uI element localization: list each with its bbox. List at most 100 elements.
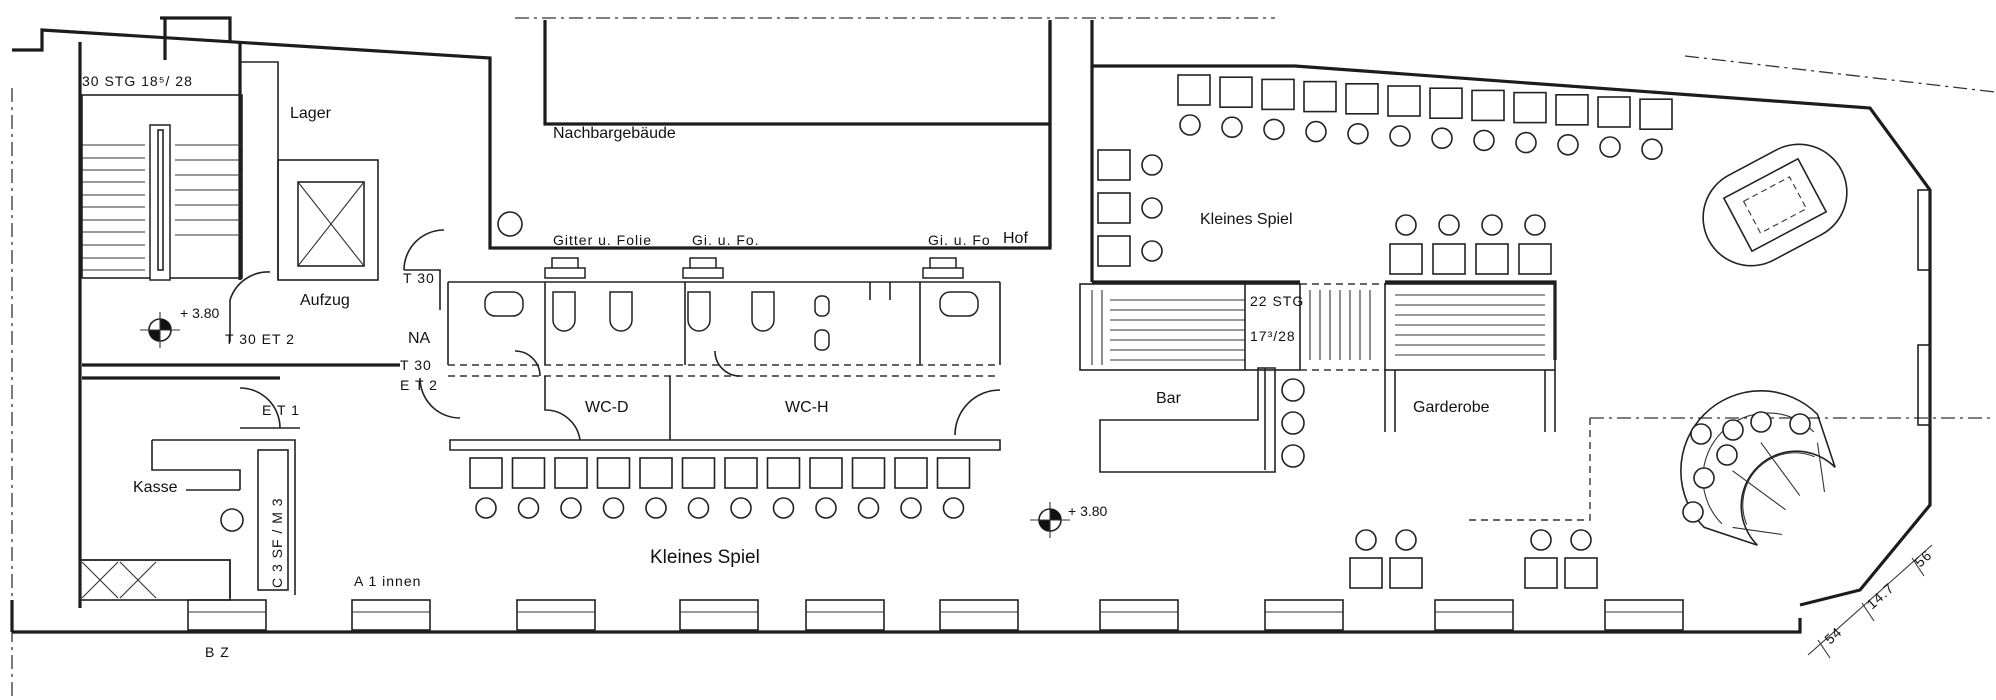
- aufzug-label: Aufzug: [300, 292, 350, 309]
- stool: [1599, 136, 1621, 158]
- kasse-area: Kasse C 3 SF / M 3 A 1 innen: [79, 439, 421, 601]
- hof-label: Hof: [1003, 230, 1028, 247]
- window: [1434, 599, 1514, 631]
- stool: [687, 497, 710, 519]
- window: [679, 599, 759, 631]
- sf-m-label: C 3 SF / M 3: [269, 497, 285, 588]
- window: [351, 599, 431, 631]
- seats-garderobe: [1389, 214, 1552, 275]
- elevator-core: Lager Aufzug: [240, 61, 379, 309]
- gitter3-label: Gi. u. Fo: [928, 232, 991, 248]
- seat: [554, 457, 588, 489]
- stg-mid-1-label: 22 STG: [1250, 293, 1304, 309]
- seat: [1303, 80, 1337, 113]
- seat: [639, 457, 673, 489]
- window: [939, 599, 1019, 631]
- stool: [475, 497, 497, 519]
- level-marker-left: [140, 312, 180, 348]
- seat: [894, 457, 928, 489]
- stool: [645, 497, 667, 519]
- seat: [469, 457, 503, 489]
- windows-right: [1917, 189, 1931, 426]
- kleines-spiel-bottom-label: Kleines Spiel: [650, 547, 760, 568]
- et2-mid-label: E T 2: [400, 377, 438, 393]
- dim-147-label: 14.7: [1863, 579, 1897, 612]
- stool: [815, 497, 837, 519]
- stool: [1641, 138, 1663, 160]
- stool: [1557, 134, 1579, 156]
- seat: [1597, 96, 1631, 128]
- wc-d-label: WC-D: [585, 399, 629, 416]
- stool: [1179, 114, 1201, 136]
- stair-left: 30 STG 18⁵/ 28: [81, 73, 243, 281]
- t30-mid-label: T 30: [400, 357, 432, 373]
- seat: [1261, 78, 1295, 111]
- seat: [1639, 98, 1673, 130]
- seat: [1177, 74, 1211, 106]
- game-table-round: [1702, 143, 1848, 267]
- lager-label: Lager: [290, 105, 332, 122]
- dim-56-label: 56: [1911, 547, 1935, 571]
- outer-walls: [10, 16, 1932, 634]
- seat: [1387, 85, 1421, 117]
- stool: [602, 497, 625, 519]
- stools-curved: [1682, 411, 1811, 523]
- dim-54-label: 54: [1821, 624, 1845, 648]
- window: [1099, 599, 1179, 631]
- seat: [596, 457, 631, 489]
- dimension-line: [1807, 544, 1933, 659]
- wc-h-label: WC-H: [785, 399, 829, 416]
- seat-row-mid: [469, 457, 971, 519]
- windows-bottom: [187, 599, 1684, 631]
- window: [187, 599, 267, 631]
- nachbar-label: Nachbargebäude: [553, 125, 676, 142]
- t30-top-label: T 30: [403, 270, 435, 286]
- stool: [1263, 118, 1285, 141]
- stool: [1347, 123, 1369, 145]
- stool: [857, 497, 880, 519]
- seat: [1345, 83, 1379, 115]
- kleines-spiel-top-label: Kleines Spiel: [1200, 211, 1293, 228]
- stairs-left-label: 30 STG 18⁵/ 28: [82, 73, 193, 89]
- game-table-curved: [1680, 390, 1836, 546]
- wc-block: WC-D WC-H: [447, 211, 1001, 451]
- window: [516, 599, 596, 631]
- doors-left: [229, 229, 461, 429]
- seat: [936, 457, 971, 489]
- stool: [1431, 127, 1453, 149]
- garderobe-label: Garderobe: [1413, 399, 1490, 416]
- stair-mid: 22 STG 17³/28: [1079, 283, 1556, 432]
- seat: [809, 457, 843, 489]
- level-marker-mid: [1030, 502, 1070, 538]
- bar-counter: Bar: [1099, 367, 1305, 473]
- seat: [511, 457, 546, 489]
- a1innen-label: A 1 innen: [354, 573, 421, 589]
- seat: [851, 457, 886, 489]
- seat: [724, 457, 758, 489]
- stool: [1305, 120, 1327, 143]
- seat: [766, 457, 801, 489]
- stool: [560, 497, 582, 519]
- seat: [681, 457, 716, 489]
- bar-label: Bar: [1156, 390, 1182, 407]
- na-label: NA: [408, 330, 431, 347]
- et1-label: E T 1: [262, 402, 300, 418]
- seat: [1555, 94, 1589, 126]
- window: [805, 599, 885, 631]
- t30et2-left-label: T 30 ET 2: [225, 331, 295, 347]
- stool: [1221, 116, 1243, 138]
- level-mid-label: + 3.80: [1068, 503, 1108, 519]
- seat-column-top: [1097, 149, 1163, 267]
- stool: [900, 497, 922, 519]
- gitter2-label: Gi. u. Fo.: [692, 232, 760, 248]
- seat: [1471, 89, 1505, 122]
- level-left-label: + 3.80: [180, 305, 220, 321]
- bz-label: B Z: [205, 644, 230, 660]
- stool: [1473, 129, 1495, 152]
- stg-mid-2-label: 17³/28: [1250, 328, 1296, 344]
- gitter1-label: Gitter u. Folie: [553, 232, 652, 248]
- window: [1604, 599, 1684, 631]
- stool: [517, 497, 540, 519]
- stool: [772, 497, 795, 519]
- seats-bottom-right: [1349, 529, 1598, 589]
